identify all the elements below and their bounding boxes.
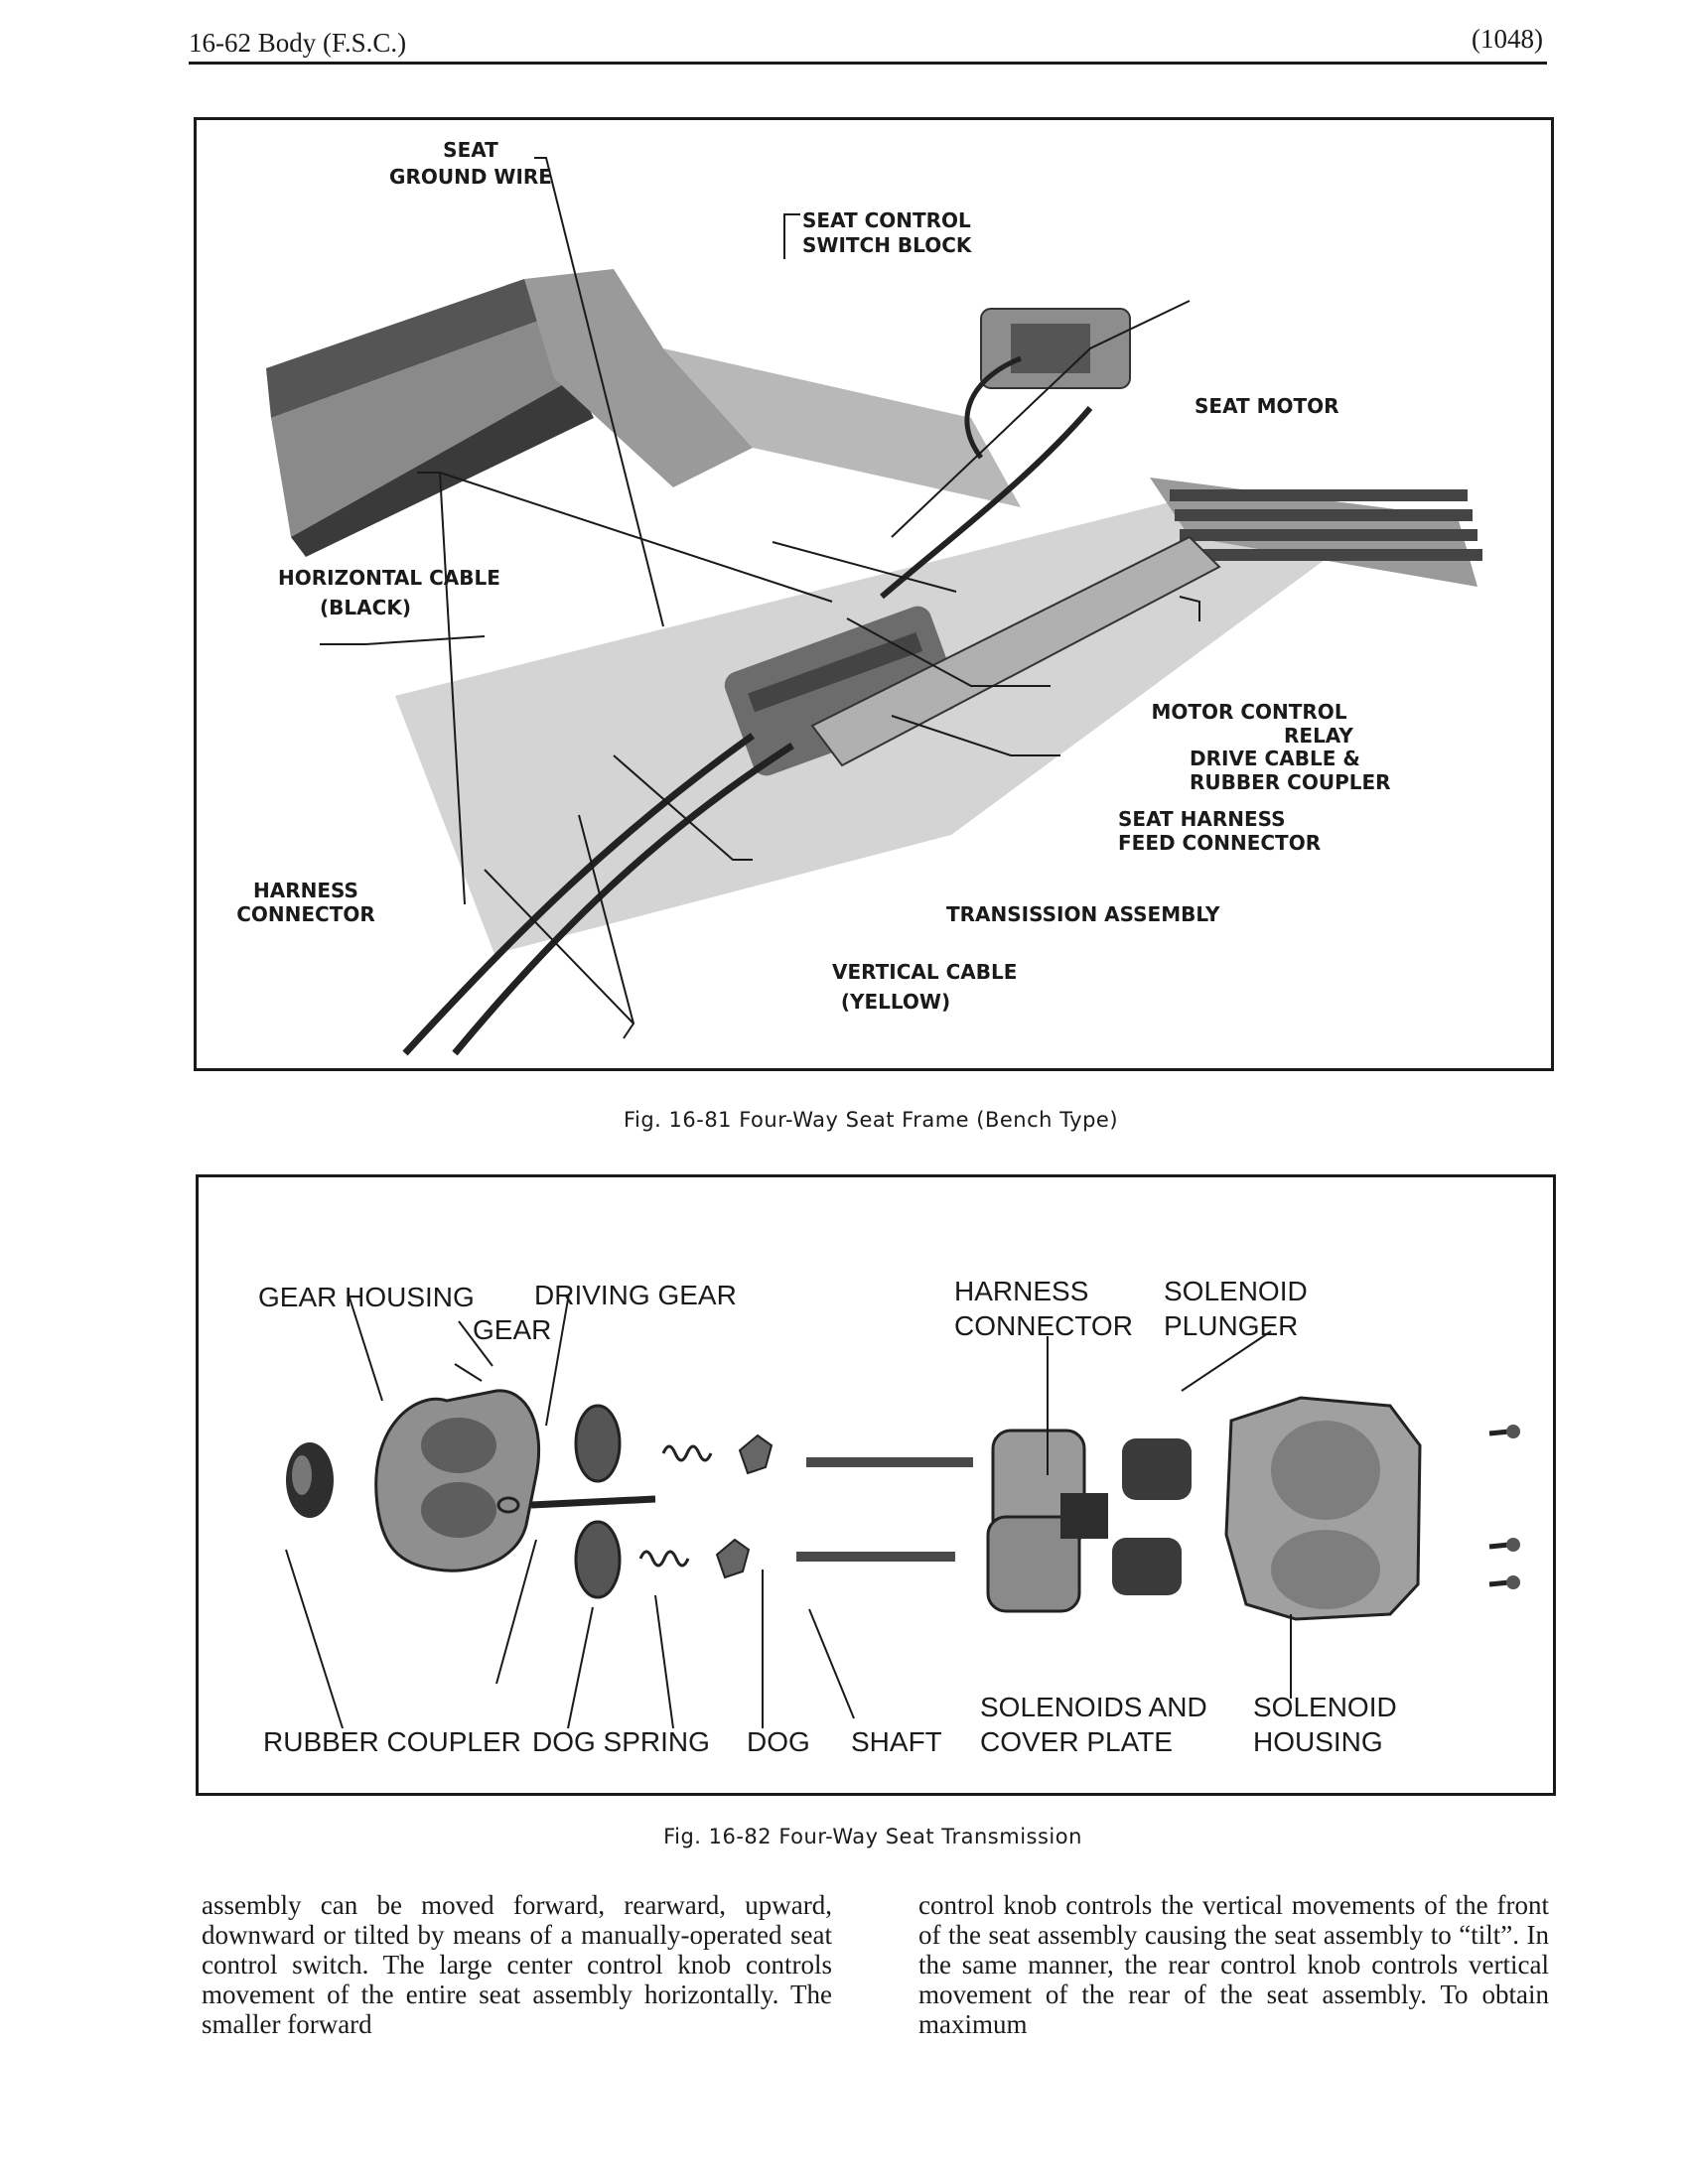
label-drive-cable-line1: DRIVE CABLE &: [1190, 747, 1360, 770]
page-section-title: 16-62 Body (F.S.C.): [189, 28, 407, 58]
body-text-column-1: assembly can be moved forward, rearward,…: [202, 1890, 832, 2039]
label-motor-relay-line2: RELAY: [1284, 724, 1353, 748]
figure-seat-frame: SEAT GROUND WIRE SEAT CONTROL SWITCH BLO…: [194, 117, 1554, 1071]
label-seat-ground-wire-line1: SEAT: [443, 138, 498, 162]
label-transmission-assembly: TRANSISSION ASSEMBLY: [946, 902, 1220, 926]
label-vertical-cable-line2: (YELLOW): [841, 990, 950, 1014]
label-housing-line1: SOLENOID: [1253, 1692, 1397, 1722]
label-motor-relay-line1: MOTOR CONTROL: [1151, 700, 1346, 724]
label-housing-line2: HOUSING: [1253, 1726, 1383, 1757]
transmission-exploded-illustration: GEAR HOUSING DRIVING GEAR GEAR HARNESS C…: [258, 1276, 1520, 1757]
page-header: 16-62 Body (F.S.C.) (1048): [189, 24, 1547, 65]
label-seat-ground-wire-line2: GROUND WIRE: [389, 165, 552, 189]
label-harness-connector-line1: HARNESS: [253, 879, 358, 902]
figure2-caption: Fig. 16-82 Four-Way Seat Transmission: [663, 1825, 1082, 1848]
label-shaft: SHAFT: [851, 1726, 942, 1757]
label-seat-motor: SEAT MOTOR: [1195, 394, 1339, 418]
label-vertical-cable-line1: VERTICAL CABLE: [832, 960, 1017, 984]
label-harness-connector-line2: CONNECTOR: [236, 902, 375, 926]
label-harness-line1: HARNESS: [954, 1276, 1088, 1306]
label-dog-spring: DOG SPRING: [532, 1726, 710, 1757]
label-rubber-coupler: RUBBER COUPLER: [263, 1726, 521, 1757]
label-seat-control-line2: SWITCH BLOCK: [802, 233, 973, 257]
label-feed-connector-line2: FEED CONNECTOR: [1118, 831, 1321, 855]
seat-frame-illustration: SEAT GROUND WIRE SEAT CONTROL SWITCH BLO…: [236, 138, 1482, 1056]
label-gear-housing: GEAR HOUSING: [258, 1282, 475, 1312]
label-plunger-line1: SOLENOID: [1164, 1276, 1308, 1306]
label-horizontal-cable-line1: HORIZONTAL CABLE: [278, 566, 500, 590]
label-feed-connector-line1: SEAT HARNESS: [1118, 807, 1286, 831]
label-harness-line2: CONNECTOR: [954, 1310, 1133, 1341]
label-solenoids-line1: SOLENOIDS AND: [980, 1692, 1207, 1722]
label-horizontal-cable-line2: (BLACK): [320, 596, 411, 619]
page-number: (1048): [1472, 24, 1543, 54]
label-dog: DOG: [747, 1726, 810, 1757]
figure1-caption: Fig. 16-81 Four-Way Seat Frame (Bench Ty…: [623, 1108, 1119, 1132]
label-drive-cable-line2: RUBBER COUPLER: [1190, 770, 1391, 794]
label-driving-gear: DRIVING GEAR: [534, 1280, 737, 1310]
label-solenoids-line2: COVER PLATE: [980, 1726, 1173, 1757]
figure-seat-transmission: GEAR HOUSING DRIVING GEAR GEAR HARNESS C…: [196, 1174, 1556, 1796]
label-seat-control-line1: SEAT CONTROL: [802, 208, 971, 232]
body-text-column-2: control knob controls the vertical movem…: [918, 1890, 1549, 2039]
label-plunger-line2: PLUNGER: [1164, 1310, 1298, 1341]
label-gear: GEAR: [473, 1314, 551, 1345]
